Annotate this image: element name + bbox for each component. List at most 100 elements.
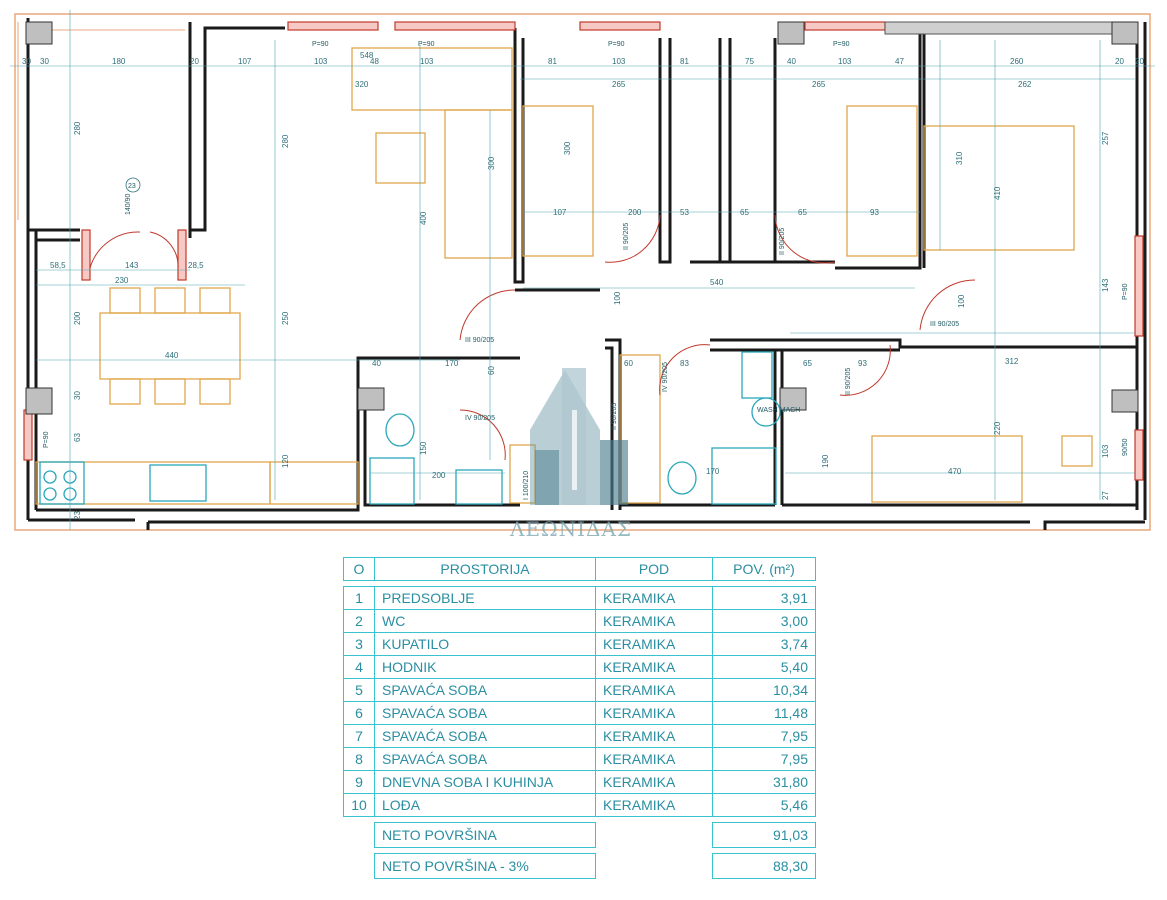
row-number: 8 [343, 747, 375, 771]
door-tag: III 90/205 [465, 337, 494, 344]
dim-label: 103 [1101, 444, 1110, 458]
washing-machine-label: WASH MACH [757, 407, 800, 414]
row-room: WC [374, 609, 596, 633]
door-tags: III 90/205 III 90/205 II 90/205 IV 90/20… [465, 223, 959, 500]
row-floor: KERAMIKA [595, 678, 713, 702]
dim-label: 262 [1018, 80, 1032, 89]
dim-label: 30 [40, 57, 49, 66]
dimension-lines [10, 10, 1155, 530]
dim-label: 93 [870, 208, 879, 217]
row-number: 10 [343, 793, 375, 817]
header-room: PROSTORIJA [374, 557, 596, 581]
watermark-logo: ΛΕΩΝΙΔΑΣ [509, 368, 631, 541]
row-floor: KERAMIKA [595, 793, 713, 817]
dim-label: 400 [419, 211, 428, 225]
door-tag: II 90/205 [611, 403, 618, 430]
dim-label: 81 [548, 57, 557, 66]
floor-plan: 30 30 180 20 107 103 48 103 81 103 81 75… [10, 10, 1155, 541]
window-tag: 140/90 [125, 193, 132, 215]
window-tag: P=90 [43, 431, 50, 448]
dim-label: 265 [812, 80, 826, 89]
row-number: 5 [343, 678, 375, 702]
dim-label: 200 [73, 311, 82, 325]
window-label: P=90 [312, 41, 329, 48]
net-area-value: 91,03 [712, 822, 816, 848]
row-room: KUPATILO [374, 632, 596, 656]
vertical-dimension-labels: 280 280 400 200 250 30 63 100 100 143 22… [73, 121, 1110, 520]
dim-label: 120 [281, 454, 290, 468]
row-room: SPAVAĆA SOBA [374, 724, 596, 748]
windows [23, 21, 1144, 481]
row-floor: KERAMIKA [595, 609, 713, 633]
stair-shaft [884, 21, 1116, 35]
dim-label: 100 [957, 294, 966, 308]
door-tag: II 90/205 [779, 228, 786, 255]
dim-label: 83 [680, 359, 689, 368]
row-number: 2 [343, 609, 375, 633]
row-floor: KERAMIKA [595, 586, 713, 610]
top-dimension-labels: 30 30 180 20 107 103 48 103 81 103 81 75… [22, 57, 1144, 66]
dim-label: 200 [432, 471, 446, 480]
row-number: 3 [343, 632, 375, 656]
dim-label: 58,5 [50, 261, 66, 270]
door-tag: II 90/205 [845, 368, 852, 395]
dim-label: 280 [73, 121, 82, 135]
dim-label: 300 [563, 141, 572, 155]
dim-label: 20 [190, 57, 199, 66]
dim-label: 310 [955, 151, 964, 165]
dim-label: 103 [838, 57, 852, 66]
dim-label: 27 [1101, 491, 1110, 500]
inner-dimension-labels: 265 265 262 320 548 540 440 230 143 58,5… [50, 51, 1032, 480]
dim-label: 143 [1101, 278, 1110, 292]
row-floor: KERAMIKA [595, 747, 713, 771]
dim-label: 260 [1010, 57, 1024, 66]
row-floor: KERAMIKA [595, 724, 713, 748]
row-area: 31,80 [712, 770, 816, 794]
walls [26, 18, 1147, 530]
dim-label: 65 [798, 208, 807, 217]
row-floor: KERAMIKA [595, 655, 713, 679]
columns [25, 21, 1139, 415]
row-area: 3,91 [712, 586, 816, 610]
dim-label: 470 [948, 467, 962, 476]
dim-label: 410 [993, 186, 1002, 200]
row-number: 7 [343, 724, 375, 748]
window-label: P=90 [418, 41, 435, 48]
dim-label: 28,5 [188, 261, 204, 270]
window-label: P=90 [608, 41, 625, 48]
dim-label: 250 [281, 311, 290, 325]
dim-label: 280 [281, 134, 290, 148]
dim-label: 320 [355, 80, 369, 89]
dim-label: 75 [745, 57, 754, 66]
dim-label: 23 [73, 511, 82, 520]
row-floor: KERAMIKA [595, 770, 713, 794]
dim-label: 53 [680, 208, 689, 217]
dim-label: 440 [165, 351, 179, 360]
row-area: 5,40 [712, 655, 816, 679]
dim-label: 107 [553, 208, 567, 217]
dim-label: 143 [125, 261, 139, 270]
dim-label: 20 [1115, 57, 1124, 66]
row-room: PREDSOBLJE [374, 586, 596, 610]
door-tag: II 90/205 [623, 223, 630, 250]
dim-label: 65 [803, 359, 812, 368]
row-room: DNEVNA SOBA I KUHINJA [374, 770, 596, 794]
dim-label: 47 [895, 57, 904, 66]
dim-label: 548 [360, 51, 374, 60]
row-area: 3,00 [712, 609, 816, 633]
row-area: 10,34 [712, 678, 816, 702]
dim-label: 40 [787, 57, 796, 66]
row-area: 7,95 [712, 724, 816, 748]
header-number: O [343, 557, 375, 581]
row-floor: KERAMIKA [595, 701, 713, 725]
dim-label: 30 [22, 57, 31, 66]
dim-label: 540 [710, 278, 724, 287]
